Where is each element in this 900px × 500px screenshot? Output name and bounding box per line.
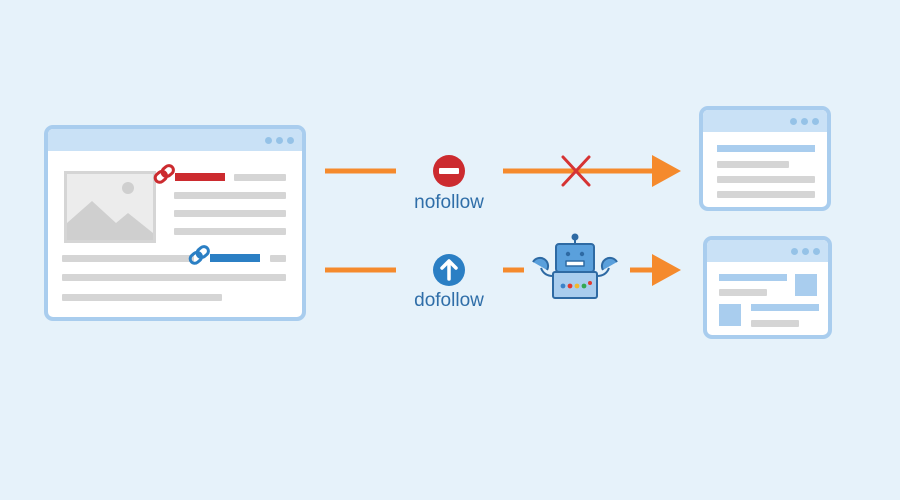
text-line bbox=[719, 289, 767, 296]
text-line bbox=[174, 192, 286, 199]
target-page-dofollow bbox=[703, 236, 832, 339]
text-line bbox=[62, 274, 286, 281]
x-mark-icon bbox=[561, 155, 591, 187]
image-placeholder-icon bbox=[64, 171, 156, 243]
image-block bbox=[795, 274, 817, 296]
image-block bbox=[719, 304, 741, 326]
target-page-nofollow bbox=[699, 106, 831, 211]
text-line bbox=[62, 294, 222, 301]
text-line bbox=[717, 191, 815, 198]
no-entry-icon bbox=[433, 155, 465, 187]
arrow-head-icon bbox=[652, 155, 681, 187]
target-titlebar bbox=[707, 240, 828, 262]
text-line bbox=[751, 304, 819, 311]
window-dots-icon bbox=[265, 137, 294, 144]
link-icon bbox=[153, 164, 175, 184]
nofollow-label: nofollow bbox=[414, 192, 484, 213]
text-line bbox=[234, 174, 286, 181]
text-line bbox=[270, 255, 286, 262]
text-line bbox=[717, 145, 815, 152]
window-dots-icon bbox=[790, 118, 819, 125]
text-line bbox=[751, 320, 799, 327]
window-dots-icon bbox=[791, 248, 820, 255]
text-line bbox=[62, 255, 194, 262]
text-line bbox=[174, 210, 286, 217]
text-line bbox=[719, 274, 787, 281]
robot-crawler-icon bbox=[532, 233, 618, 299]
source-titlebar bbox=[48, 129, 302, 151]
dofollow-link-bar bbox=[210, 254, 260, 262]
link-icon bbox=[188, 245, 210, 265]
text-line bbox=[717, 176, 815, 183]
source-page-window bbox=[44, 125, 306, 321]
text-line bbox=[174, 228, 286, 235]
arrow-head-icon bbox=[652, 254, 681, 286]
up-arrow-icon bbox=[433, 254, 465, 286]
dofollow-label: dofollow bbox=[414, 290, 484, 311]
target-titlebar bbox=[703, 110, 827, 132]
text-line bbox=[717, 161, 789, 168]
nofollow-link-bar bbox=[175, 173, 225, 181]
